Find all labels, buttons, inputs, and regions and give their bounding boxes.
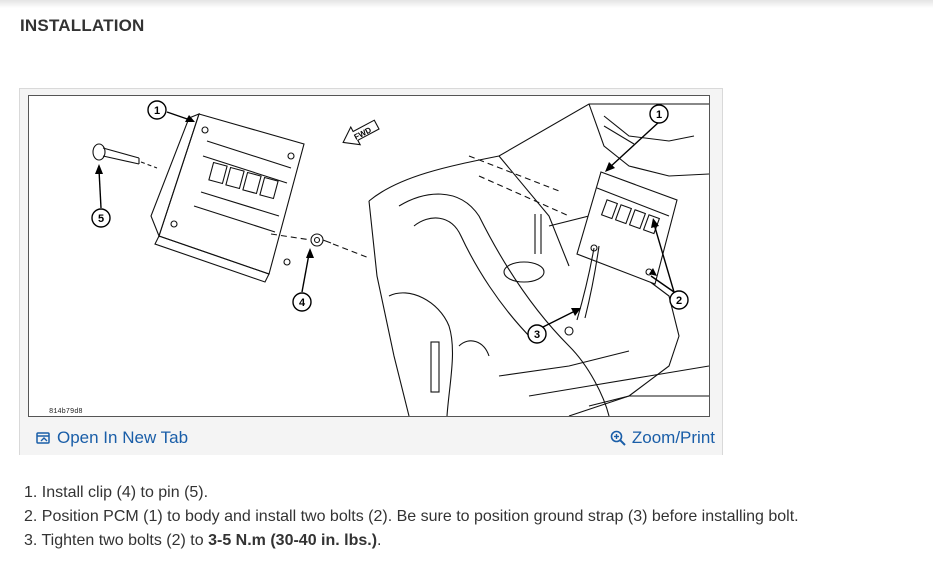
- step-3: 3. Tighten two bolts (2) to 3-5 N.m (30-…: [24, 529, 799, 553]
- open-in-new-tab-label: Open In New Tab: [57, 428, 189, 447]
- svg-text:3: 3: [534, 329, 540, 341]
- callout-1-right: 1: [649, 104, 669, 124]
- pin-drawing: [92, 143, 158, 169]
- open-in-new-tab-icon: [35, 430, 51, 446]
- callout-3: 3: [527, 324, 547, 344]
- section-title: INSTALLATION: [20, 16, 145, 35]
- callout-1-left: 1: [147, 100, 167, 120]
- fwd-arrow: [342, 119, 380, 146]
- vehicle-body-drawing: [368, 103, 709, 416]
- step-text-end: .: [377, 532, 382, 549]
- step-2: 2. Position PCM (1) to body and install …: [24, 505, 799, 529]
- figure-card: 1 5 4 1 2 3 FWD 814b79d8 Open In New Tab: [19, 88, 723, 455]
- step-text: Tighten two bolts (2) to: [41, 532, 209, 549]
- open-in-new-tab-link[interactable]: Open In New Tab: [35, 428, 188, 448]
- installation-diagram[interactable]: 1 5 4 1 2 3 FWD 814b79d8: [28, 95, 710, 417]
- leader-lines: [98, 111, 675, 329]
- callout-4: 4: [292, 292, 312, 312]
- zoom-in-icon: [610, 430, 626, 446]
- svg-text:1: 1: [656, 109, 662, 121]
- torque-spec: 3-5 N.m (30-40 in. lbs.): [208, 532, 378, 549]
- zoom-print-label: Zoom/Print: [631, 428, 715, 447]
- figure-footer: Open In New Tab Zoom/Print: [20, 419, 722, 455]
- svg-text:1: 1: [154, 105, 160, 117]
- pcm-installation-illustration: 1 5 4 1 2 3 FWD: [91, 100, 709, 416]
- callout-2: 2: [669, 290, 689, 310]
- installed-pcm-drawing: [576, 171, 678, 321]
- clip-drawing: [270, 233, 370, 259]
- pcm-module-drawing: [150, 113, 305, 283]
- step-1: 1. Install clip (4) to pin (5).: [24, 481, 799, 505]
- step-text: Position PCM (1) to body and install two…: [41, 508, 799, 525]
- top-shadow: [0, 0, 933, 8]
- step-number: 3.: [24, 532, 38, 549]
- zoom-print-link[interactable]: Zoom/Print: [610, 428, 715, 448]
- svg-text:5: 5: [98, 213, 104, 225]
- step-number: 1.: [24, 484, 38, 501]
- installation-steps: 1. Install clip (4) to pin (5). 2. Posit…: [24, 481, 799, 553]
- arrowheads: [95, 115, 659, 316]
- step-number: 2.: [24, 508, 38, 525]
- step-text: Install clip (4) to pin (5).: [41, 484, 209, 501]
- svg-text:2: 2: [676, 295, 682, 307]
- figure-id: 814b79d8: [49, 408, 83, 416]
- svg-text:4: 4: [299, 297, 306, 309]
- callout-5: 5: [91, 208, 111, 228]
